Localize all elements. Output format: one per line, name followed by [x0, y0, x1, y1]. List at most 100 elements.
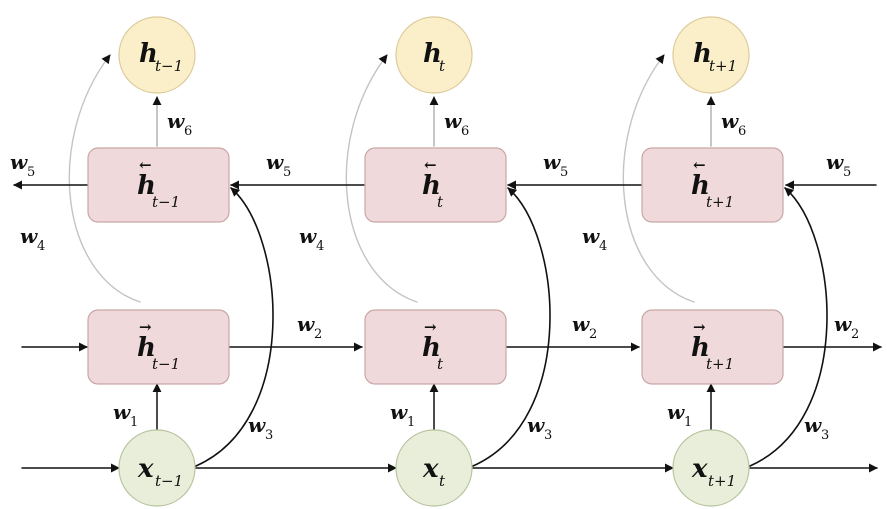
svg-text:4: 4 — [37, 239, 45, 254]
svg-text:h: h — [422, 333, 441, 363]
svg-text:w: w — [667, 400, 685, 424]
svg-text:←: ← — [424, 156, 437, 174]
svg-text:6: 6 — [184, 124, 192, 139]
svg-text:h: h — [423, 39, 442, 69]
weight-label-w3-1: w 3 — [248, 413, 273, 443]
weight-label-w4-2: w 4 — [299, 224, 324, 254]
svg-text:w: w — [113, 400, 131, 424]
svg-text:w: w — [543, 150, 561, 174]
forward-to-output-curve-3 — [622, 54, 695, 303]
forward-hidden-node-2: → h t — [364, 309, 507, 385]
weight-label-w5-4: w 5 — [826, 150, 851, 180]
svg-text:2: 2 — [851, 327, 859, 342]
svg-text:→: → — [693, 318, 706, 336]
output-node-2: h t — [395, 16, 473, 94]
weight-label-w5-3: w 5 — [543, 150, 568, 180]
svg-text:6: 6 — [738, 124, 746, 139]
svg-text:h: h — [137, 333, 156, 363]
svg-text:t: t — [439, 57, 446, 75]
svg-text:h: h — [422, 171, 441, 201]
input-node-1: x t−1 — [118, 429, 196, 507]
svg-text:h: h — [139, 39, 158, 69]
weight-label-w6-1: w 6 — [167, 109, 192, 139]
input-to-backward-curve-1 — [195, 187, 274, 467]
weight-label-w5-1: w 5 — [10, 150, 35, 180]
input-to-backward-curve-2 — [472, 187, 551, 467]
svg-text:t−1: t−1 — [152, 355, 180, 373]
svg-text:w: w — [582, 224, 600, 248]
weight-label-w2-3: w 2 — [834, 312, 859, 342]
svg-text:w: w — [20, 224, 38, 248]
svg-text:t+1: t+1 — [706, 193, 734, 211]
svg-text:4: 4 — [599, 239, 607, 254]
svg-text:x: x — [422, 454, 439, 484]
svg-text:→: → — [139, 318, 152, 336]
svg-text:w: w — [834, 312, 852, 336]
svg-text:←: ← — [693, 156, 706, 174]
svg-text:5: 5 — [27, 165, 35, 180]
svg-text:t+1: t+1 — [706, 355, 734, 373]
weight-label-w6-2: w 6 — [444, 109, 469, 139]
input-node-3: x t+1 — [672, 429, 750, 507]
svg-text:x: x — [691, 454, 708, 484]
svg-text:3: 3 — [265, 428, 273, 443]
svg-text:h: h — [137, 171, 156, 201]
svg-text:t−1: t−1 — [155, 57, 183, 75]
svg-text:1: 1 — [130, 415, 138, 430]
svg-text:5: 5 — [283, 165, 291, 180]
svg-text:h: h — [691, 171, 710, 201]
backward-hidden-node-2: ← h t — [364, 147, 507, 223]
svg-text:1: 1 — [684, 415, 692, 430]
input-to-backward-curve-3 — [749, 187, 828, 467]
output-node-3: h t+1 — [672, 16, 750, 94]
svg-text:→: → — [424, 318, 437, 336]
weight-label-w4-3: w 4 — [582, 224, 607, 254]
recurrent-connectors — [13, 180, 882, 473]
svg-text:3: 3 — [821, 428, 829, 443]
svg-text:h: h — [691, 333, 710, 363]
svg-text:x: x — [137, 454, 154, 484]
output-node-1: h t−1 — [118, 16, 196, 94]
svg-text:w: w — [297, 312, 315, 336]
svg-text:t: t — [439, 472, 446, 490]
svg-text:w: w — [167, 109, 185, 133]
weight-label-w5-2: w 5 — [266, 150, 291, 180]
svg-text:t: t — [437, 355, 444, 373]
svg-text:3: 3 — [544, 428, 552, 443]
svg-text:2: 2 — [589, 327, 597, 342]
forward-to-output-curve-2 — [345, 54, 418, 303]
svg-text:w: w — [804, 413, 822, 437]
output-connectors — [68, 54, 716, 303]
input-node-2: x t — [395, 429, 473, 507]
svg-text:w: w — [10, 150, 28, 174]
svg-text:w: w — [299, 224, 317, 248]
svg-text:w: w — [527, 413, 545, 437]
forward-hidden-node-3: → h t+1 — [641, 309, 784, 385]
svg-text:t−1: t−1 — [152, 193, 180, 211]
backward-hidden-node-1: ← h t−1 — [87, 147, 230, 223]
svg-text:t−1: t−1 — [155, 472, 183, 490]
svg-text:w: w — [390, 400, 408, 424]
weight-label-w3-2: w 3 — [527, 413, 552, 443]
svg-text:w: w — [826, 150, 844, 174]
svg-text:w: w — [572, 312, 590, 336]
weight-label-w1-1: w 1 — [113, 400, 138, 430]
weight-label-w2-2: w 2 — [572, 312, 597, 342]
svg-text:w: w — [444, 109, 462, 133]
weight-label-w1-2: w 1 — [390, 400, 415, 430]
svg-text:h: h — [693, 39, 712, 69]
svg-text:4: 4 — [316, 239, 324, 254]
weight-label-w2-1: w 2 — [297, 312, 322, 342]
svg-text:w: w — [721, 109, 739, 133]
svg-text:5: 5 — [843, 165, 851, 180]
weight-label-w3-3: w 3 — [804, 413, 829, 443]
weight-label-w6-3: w 6 — [721, 109, 746, 139]
svg-text:t: t — [437, 193, 444, 211]
svg-text:w: w — [266, 150, 284, 174]
svg-text:w: w — [248, 413, 266, 437]
svg-text:6: 6 — [461, 124, 469, 139]
svg-text:←: ← — [139, 156, 152, 174]
svg-text:5: 5 — [560, 165, 568, 180]
